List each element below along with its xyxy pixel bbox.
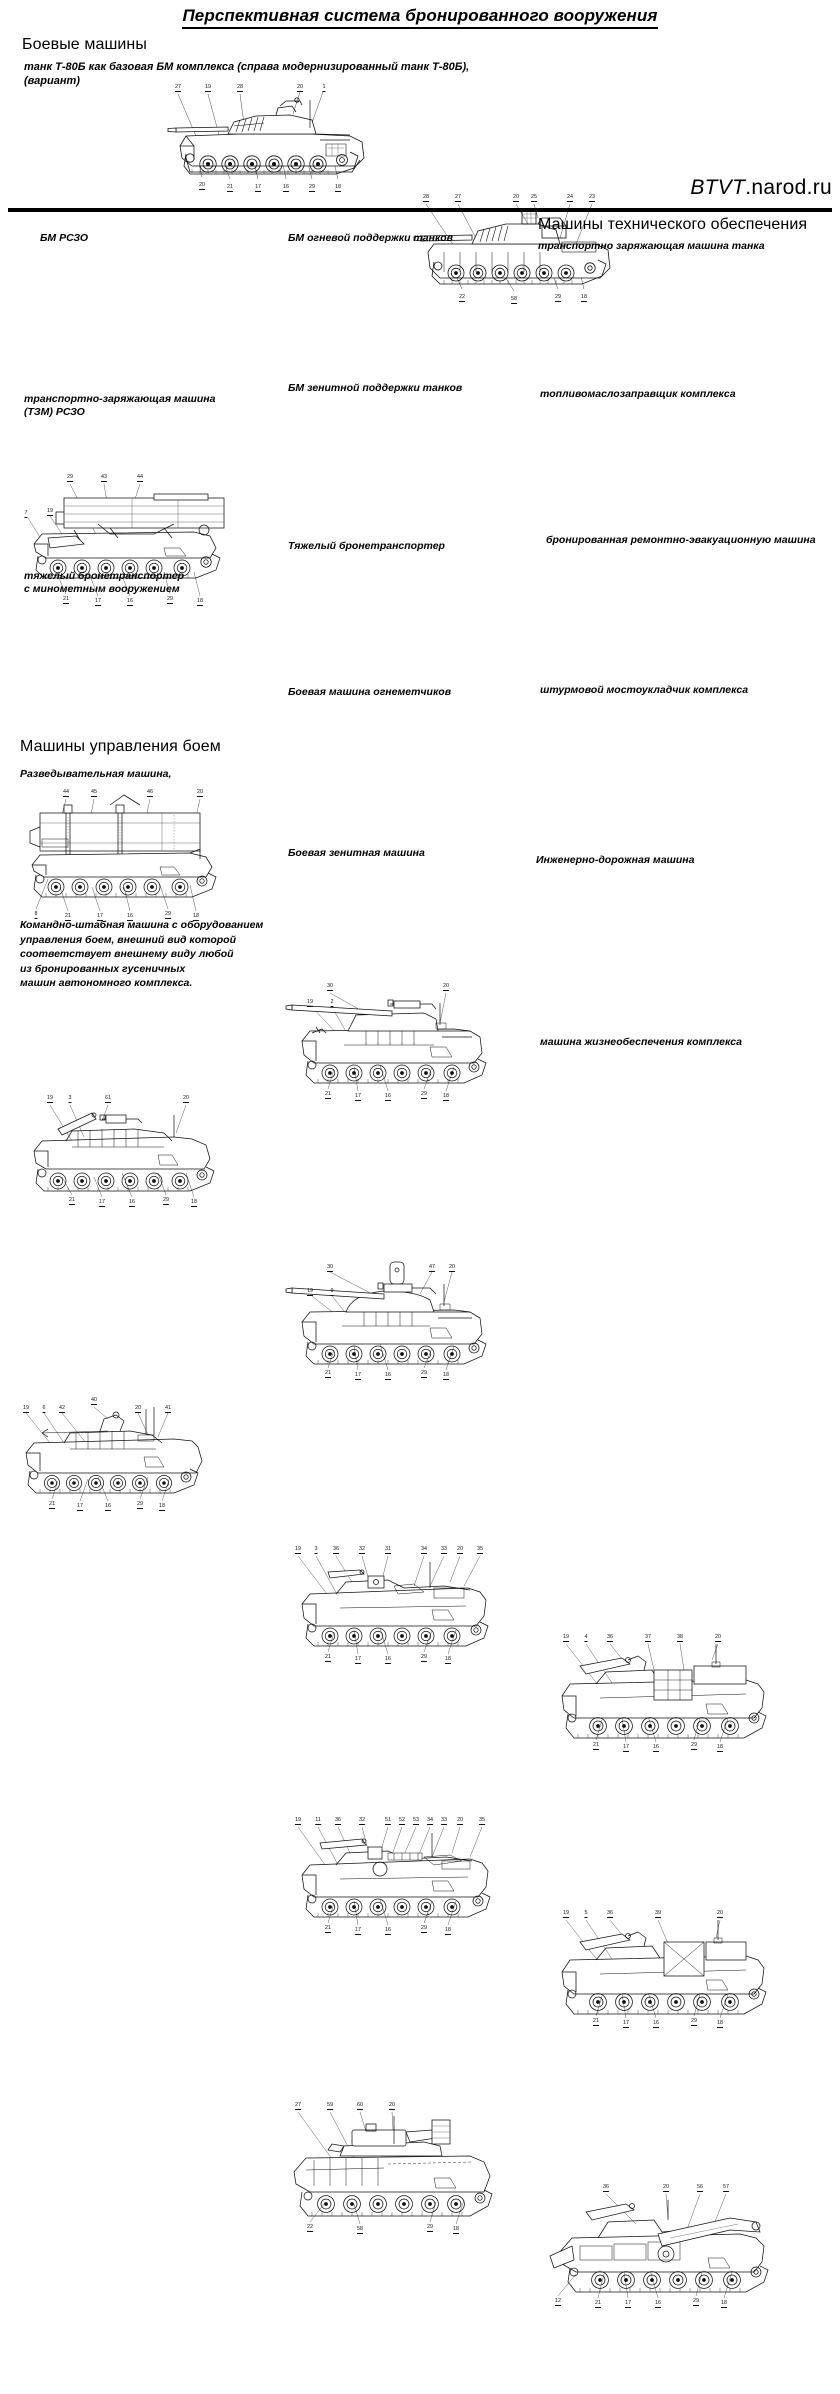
figure-title-bm-rszo: БМ РСЗО xyxy=(40,232,89,244)
recon-vehicle-drawing xyxy=(25,1406,203,1502)
tank-modernized-drawing xyxy=(413,203,611,292)
header-divider xyxy=(8,208,832,212)
section-heading-technical-support: Машины технического обеспечения xyxy=(538,216,808,233)
combat-vehicles-caption: танк Т-80Б как базовая БМ комплекса (спр… xyxy=(24,61,470,87)
figure-title-bm-aa-support: БМ зенитной поддержки танков xyxy=(288,382,463,394)
figure-bm-aa-support: 30 47 20 19 9 21 17 16 29 18 xyxy=(284,1254,534,1384)
command-vehicle-note: Командно-штабная машина с оборудованием … xyxy=(20,919,264,989)
figure-title-recon-vehicle: Разведывательная машина, xyxy=(20,768,172,780)
figure-heavy-apc-mortar: 19 3 61 20 21 17 16 29 18 xyxy=(14,1093,264,1213)
figure-tank-base: 27 19 28 20 1 20 21 17 16 29 18 xyxy=(160,84,390,194)
page-title: Перспективная система бронированного воо… xyxy=(0,6,840,29)
section-heading-combat-vehicles: Боевые машины xyxy=(22,36,147,53)
site-watermark: BTVT.narod.ru xyxy=(690,176,832,199)
arv-drawing xyxy=(549,2193,769,2299)
figure-title-life-support-vehicle: машина жизнеобеспечения комплекса xyxy=(540,1036,742,1048)
heavy-apc-drawing xyxy=(297,1555,489,1655)
figure-flamethrower-vehicle: 19 11 36 32 51 52 53 34 33 20 35 21 17 1… xyxy=(284,1813,534,1938)
figure-fuel-oil-tanker: 19 5 36 39 20 21 17 16 29 18 xyxy=(540,1906,820,2034)
figure-title-heavy-apc: Тяжелый бронетранспортер xyxy=(288,540,445,552)
figure-aa-combat-vehicle: 27 59 60 20 22 58 29 18 xyxy=(284,2098,534,2238)
heavy-apc-mortar-drawing xyxy=(33,1104,215,1198)
figure-title-flamethrower-vehicle: Боевая машина огнеметчиков xyxy=(288,686,452,698)
figure-title-aa-combat-vehicle: Боевая зенитная машина xyxy=(288,847,425,859)
figure-tank-modernized: 28 27 20 25 24 23 22 58 29 18 xyxy=(410,194,630,304)
figure-recon-vehicle: 19 6 42 40 20 41 21 17 16 29 18 xyxy=(12,1395,262,1517)
section-heading-battle-control: Машины управления боем xyxy=(20,738,221,755)
figure-bm-fire-support: 30 20 19 2 21 17 16 29 18 xyxy=(284,979,534,1104)
figure-heavy-apc: 19 3 36 32 31 34 33 20 35 21 17 16 29 18 xyxy=(284,1542,534,1667)
bm-fire-support-drawing xyxy=(285,992,487,1092)
tank-loader-drawing xyxy=(561,1643,767,1743)
bm-rszo-drawing xyxy=(27,483,225,597)
page-title-text: Перспективная система бронированного воо… xyxy=(182,6,658,29)
aa-combat-vehicle-drawing xyxy=(293,2111,493,2225)
flamethrower-vehicle-drawing xyxy=(297,1826,491,1926)
fuel-oil-tanker-drawing xyxy=(561,1919,767,2019)
figure-arv: 36 20 56 57 12 21 17 16 29 18 xyxy=(540,2180,820,2312)
figure-tzm-rszo: 44 45 46 20 8 21 17 16 29 18 xyxy=(14,787,264,921)
figure-title-tzm-rszo: транспортно-заряжающая машина (ТЗМ) РСЗО xyxy=(24,393,216,418)
figure-title-heavy-apc-mortar: тяжелый бронетранспортер с минометным во… xyxy=(24,570,185,595)
figure-title-engineer-road-vehicle: Инженерно-дорожная машина xyxy=(536,854,695,866)
figure-title-bm-fire-support: БМ огневой поддержки танков xyxy=(288,232,454,244)
figure-title-arv: бронированная ремонтно-эвакуационную маш… xyxy=(546,534,816,546)
bm-aa-support-drawing xyxy=(285,1261,487,1371)
figure-title-fuel-oil-tanker: топливомаслозаправщик комплекса xyxy=(540,388,736,400)
tzm-rszo-drawing xyxy=(29,794,217,912)
document-page: Перспективная система бронированного воо… xyxy=(0,6,840,2308)
figure-tank-loader: 19 4 36 37 38 20 21 17 16 29 18 xyxy=(540,1630,820,1758)
tank-base-drawing xyxy=(167,91,365,180)
figure-title-tank-loader: транспортно заряжающая машина танка xyxy=(538,240,765,252)
figure-title-bridge-layer: штурмовой мостоукладчик комплекса xyxy=(540,684,749,696)
